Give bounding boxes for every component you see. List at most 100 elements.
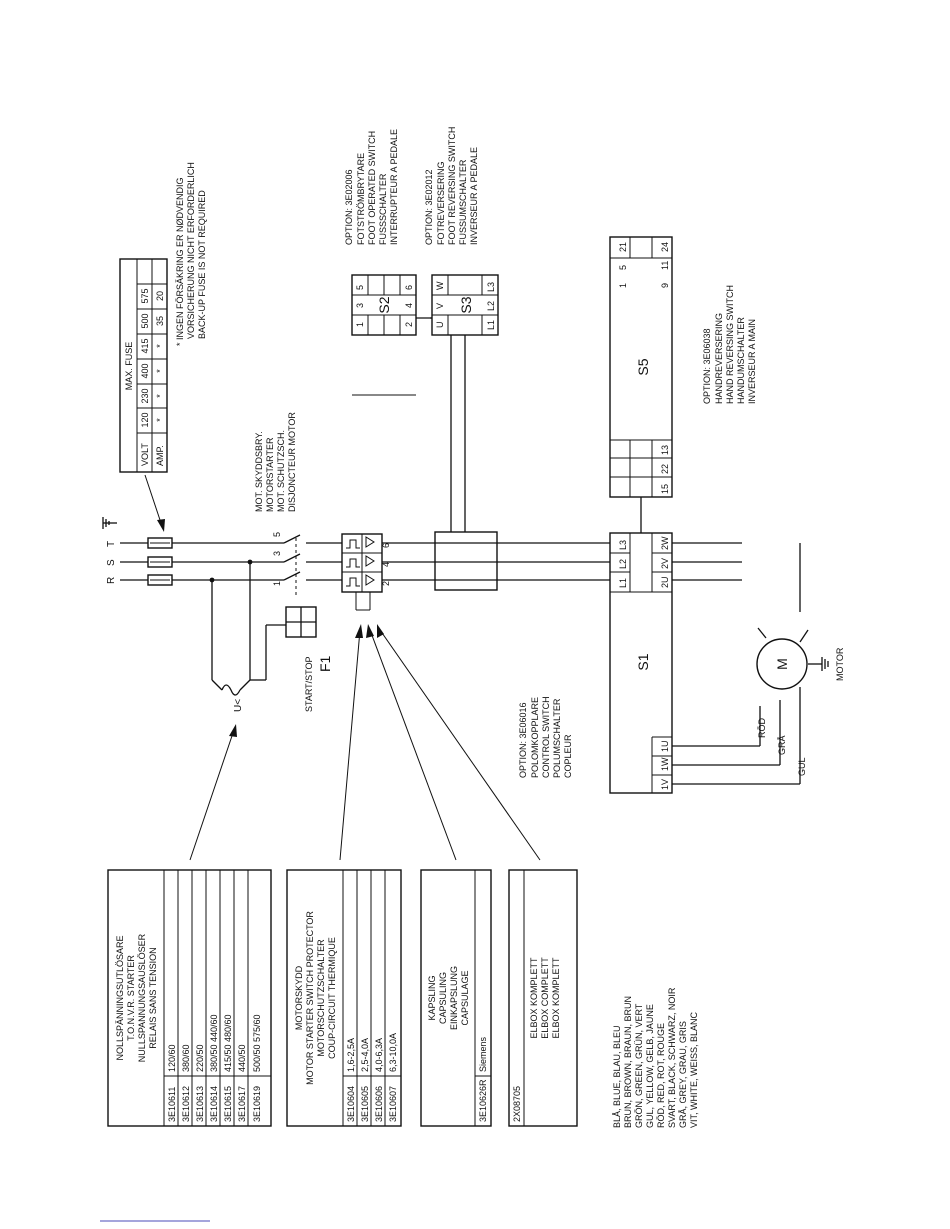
s2-term-bottom-2: 6 — [404, 285, 414, 290]
s3-term-top-1: V — [435, 303, 445, 309]
s5-term-tr2-1: 11 — [660, 261, 670, 270]
zero-voltage-title-2: NULLSPANNUNGSAUSLÖSER — [137, 933, 147, 1062]
wire-color-4: RÖD, RED, ROT, ROUGE — [656, 1023, 666, 1128]
fuse-note-0: * INGEN FÖRSÄKRING ER NØDVENDIG — [175, 177, 185, 346]
motor-protector-code-3: 3E10607 — [388, 1086, 398, 1122]
s1-term-top-1: L2 — [618, 559, 628, 569]
fuse-volt-0: 120 — [140, 412, 150, 427]
motor-protector-value-0: 1,6-2,5A — [346, 1038, 356, 1072]
s1-option-2: CONTROL SWITCH — [541, 696, 551, 778]
fuse-note: * INGEN FÖRSÄKRING ER NØDVENDIG VORSICHE… — [175, 162, 207, 346]
zero-voltage-row: 3E10614 380/50 440/60 — [209, 1014, 219, 1122]
s1-term-bottom-1: 2V — [660, 558, 670, 569]
s1-term-bottom-2: 2W — [660, 536, 670, 550]
zero-voltage-table: NOLLSPÄNNINGSUTLÖSARE T.O.N.V.R. STARTER… — [107, 869, 272, 1127]
fuse-volt-2: 400 — [140, 363, 150, 378]
fuse-amp-4: 35 — [155, 316, 165, 326]
supply-lines: R S T U< — [102, 517, 300, 712]
s5-term-tr1-0: 1 — [618, 283, 628, 288]
wire-gul-label: GUL — [797, 757, 807, 776]
enclosure-code-0: 3E10626R — [478, 1079, 488, 1122]
zero-voltage-code-6: 3E10619 — [252, 1086, 262, 1122]
motor-protector-row: 3E10604 1,6-2,5A — [346, 1038, 356, 1122]
s5-term-tl-2: 13 — [660, 445, 670, 455]
s1-option-1: POLOMKOPPLARE — [530, 697, 540, 778]
s1-option-3: POLUMSCHALTER — [552, 698, 562, 778]
wire-color-5: SVART, BLACK, SCHWARZ, NOIR — [667, 987, 677, 1128]
zero-voltage-code-4: 3E10615 — [223, 1086, 233, 1122]
phase-s-label: S — [106, 559, 117, 566]
s5-option-2: HAND REVERSING SWITCH — [725, 285, 735, 404]
s2-option-1: FOTSTRÖMBRYTARE — [356, 153, 366, 245]
zero-voltage-value-0: 120/60 — [167, 1044, 177, 1072]
s2-option-4: INTERRUPTEUR A PEDALE — [389, 129, 399, 245]
fuse-volt-1: 230 — [140, 388, 150, 403]
wire-color-7: VIT, WHITE, WEISS, BLANC — [689, 1011, 699, 1128]
zero-voltage-title-0: NOLLSPÄNNINGSUTLÖSARE — [115, 935, 125, 1060]
enclosure-title-2: EINKAPSLUNG — [449, 966, 459, 1030]
motor: RÖD GRÅ GUL M MOTOR — [672, 543, 845, 785]
term-3: 3 — [272, 551, 282, 556]
zero-voltage-value-2: 220/50 — [195, 1044, 205, 1072]
s5-term-tr2-0: 9 — [660, 283, 670, 288]
fuse-volt-label: VOLT — [140, 443, 150, 466]
s2-term-bottom-1: 4 — [404, 303, 414, 308]
zero-voltage-row: 3E10611 120/60 — [167, 1044, 177, 1122]
zero-voltage-row: 3E10619 500/50 575/60 — [252, 1014, 262, 1122]
motor-label: MOTOR — [835, 647, 845, 681]
s3-label: S3 — [458, 296, 474, 313]
motor-m-label: M — [774, 658, 790, 670]
s5-option-4: INVERSEUR A MAIN — [747, 319, 757, 404]
s3-option-0: OPTION: 3E02012 — [424, 169, 434, 245]
motor-starter-label-2: MOT. SCHUTZSCH. — [276, 430, 286, 512]
s3-term-bottom-0: L1 — [486, 320, 496, 330]
motor-starter-label-3: DISJONCTEUR MOTOR — [287, 412, 297, 512]
zero-voltage-code-1: 3E10612 — [181, 1086, 191, 1122]
s3-term-bottom-2: L3 — [486, 282, 496, 292]
wire-color-2: GRÖN, GREEN, GRÜN, VERT — [634, 1003, 644, 1128]
term-2: 2 — [381, 581, 391, 586]
fuse-amp-label: AMP. — [155, 445, 165, 466]
s2-label: S2 — [376, 296, 392, 313]
motor-protector-code-0: 3E10604 — [346, 1086, 356, 1122]
enclosure-row: 3E10626R Siemens — [478, 1036, 488, 1122]
fuse-note-1: VORSICHERUNG NICHT ERFORDERLICH — [186, 162, 196, 339]
s2-option-2: FOOT OPERATED SWITCH — [367, 131, 377, 245]
s3-term-top-0: U — [435, 322, 445, 329]
elbox-code: 2X08705 — [512, 1086, 522, 1122]
term-4: 4 — [381, 562, 391, 567]
motor-protector-table: MOTORSKYDD MOTOR STARTER SWITCH PROTECTO… — [286, 869, 402, 1127]
motor-starter-label-0: MOT. SKYDDSBRY. — [254, 431, 264, 512]
s5-term-tr2-2: 24 — [660, 242, 670, 252]
f1-label: F1 — [317, 655, 333, 672]
elbox-title-1: ELBOX KOMPLETT — [529, 957, 539, 1039]
motor-protector-row: 3E10606 4,0-6,3A — [374, 1038, 384, 1122]
wire-color-legend: BLÅ, BLUE, BLAU, BLEU BRUN, BROWN, BRAUN… — [612, 987, 699, 1128]
s3-option-4: INVERSEUR A PEDALE — [469, 147, 479, 245]
s5-hand-reversing-switch: 21 5 1 24 11 9 15 22 13 S5 OPTION: 3E060… — [609, 236, 757, 533]
zero-voltage-value-3: 380/50 440/60 — [209, 1014, 219, 1072]
s1-term-top-2: L3 — [618, 540, 628, 550]
zero-voltage-row: 3E10617 440/50 — [237, 1044, 247, 1122]
wire-color-0: BLÅ, BLUE, BLAU, BLEU — [612, 1025, 622, 1128]
s1-option-4: COPLEUR — [563, 734, 573, 778]
s5-option-1: HANDREVERSERING — [714, 313, 724, 404]
zero-voltage-title-3: RELAIS SANS TENSION — [148, 947, 158, 1048]
fuse-amp-3: * — [155, 344, 165, 348]
zero-voltage-title-1: T.O.N.V.R. STARTER — [126, 955, 136, 1041]
s3-option-1: FOTREVERSERING — [436, 161, 446, 245]
s2-term-top-1: 3 — [355, 303, 365, 308]
motor-protector-value-3: 6,3-10,0A — [388, 1033, 398, 1072]
s2-option-0: OPTION: 3E02006 — [344, 169, 354, 245]
motor-starter-label: MOT. SKYDDSBRY. MOTORSTARTER MOT. SCHUTZ… — [254, 412, 297, 512]
motor-protector-title-1: MOTOR STARTER SWITCH PROTECTOR — [305, 911, 315, 1085]
enclosure-table: KAPSLING CAPSULING EINKAPSLUNG CAPSULAGE… — [420, 869, 492, 1127]
elbox-title-2: ELBOX COMPLETT — [540, 957, 550, 1039]
wire-gra-label: GRÅ — [777, 735, 787, 755]
motor-starter-label-1: MOTORSTARTER — [265, 437, 275, 512]
fuse-volt-5: 575 — [140, 288, 150, 303]
term-5: 5 — [272, 532, 282, 537]
motor-starter: 1 3 5 START/STOP F1 2 4 6 — [272, 532, 742, 712]
s5-term-tr1-1: 5 — [618, 265, 628, 270]
